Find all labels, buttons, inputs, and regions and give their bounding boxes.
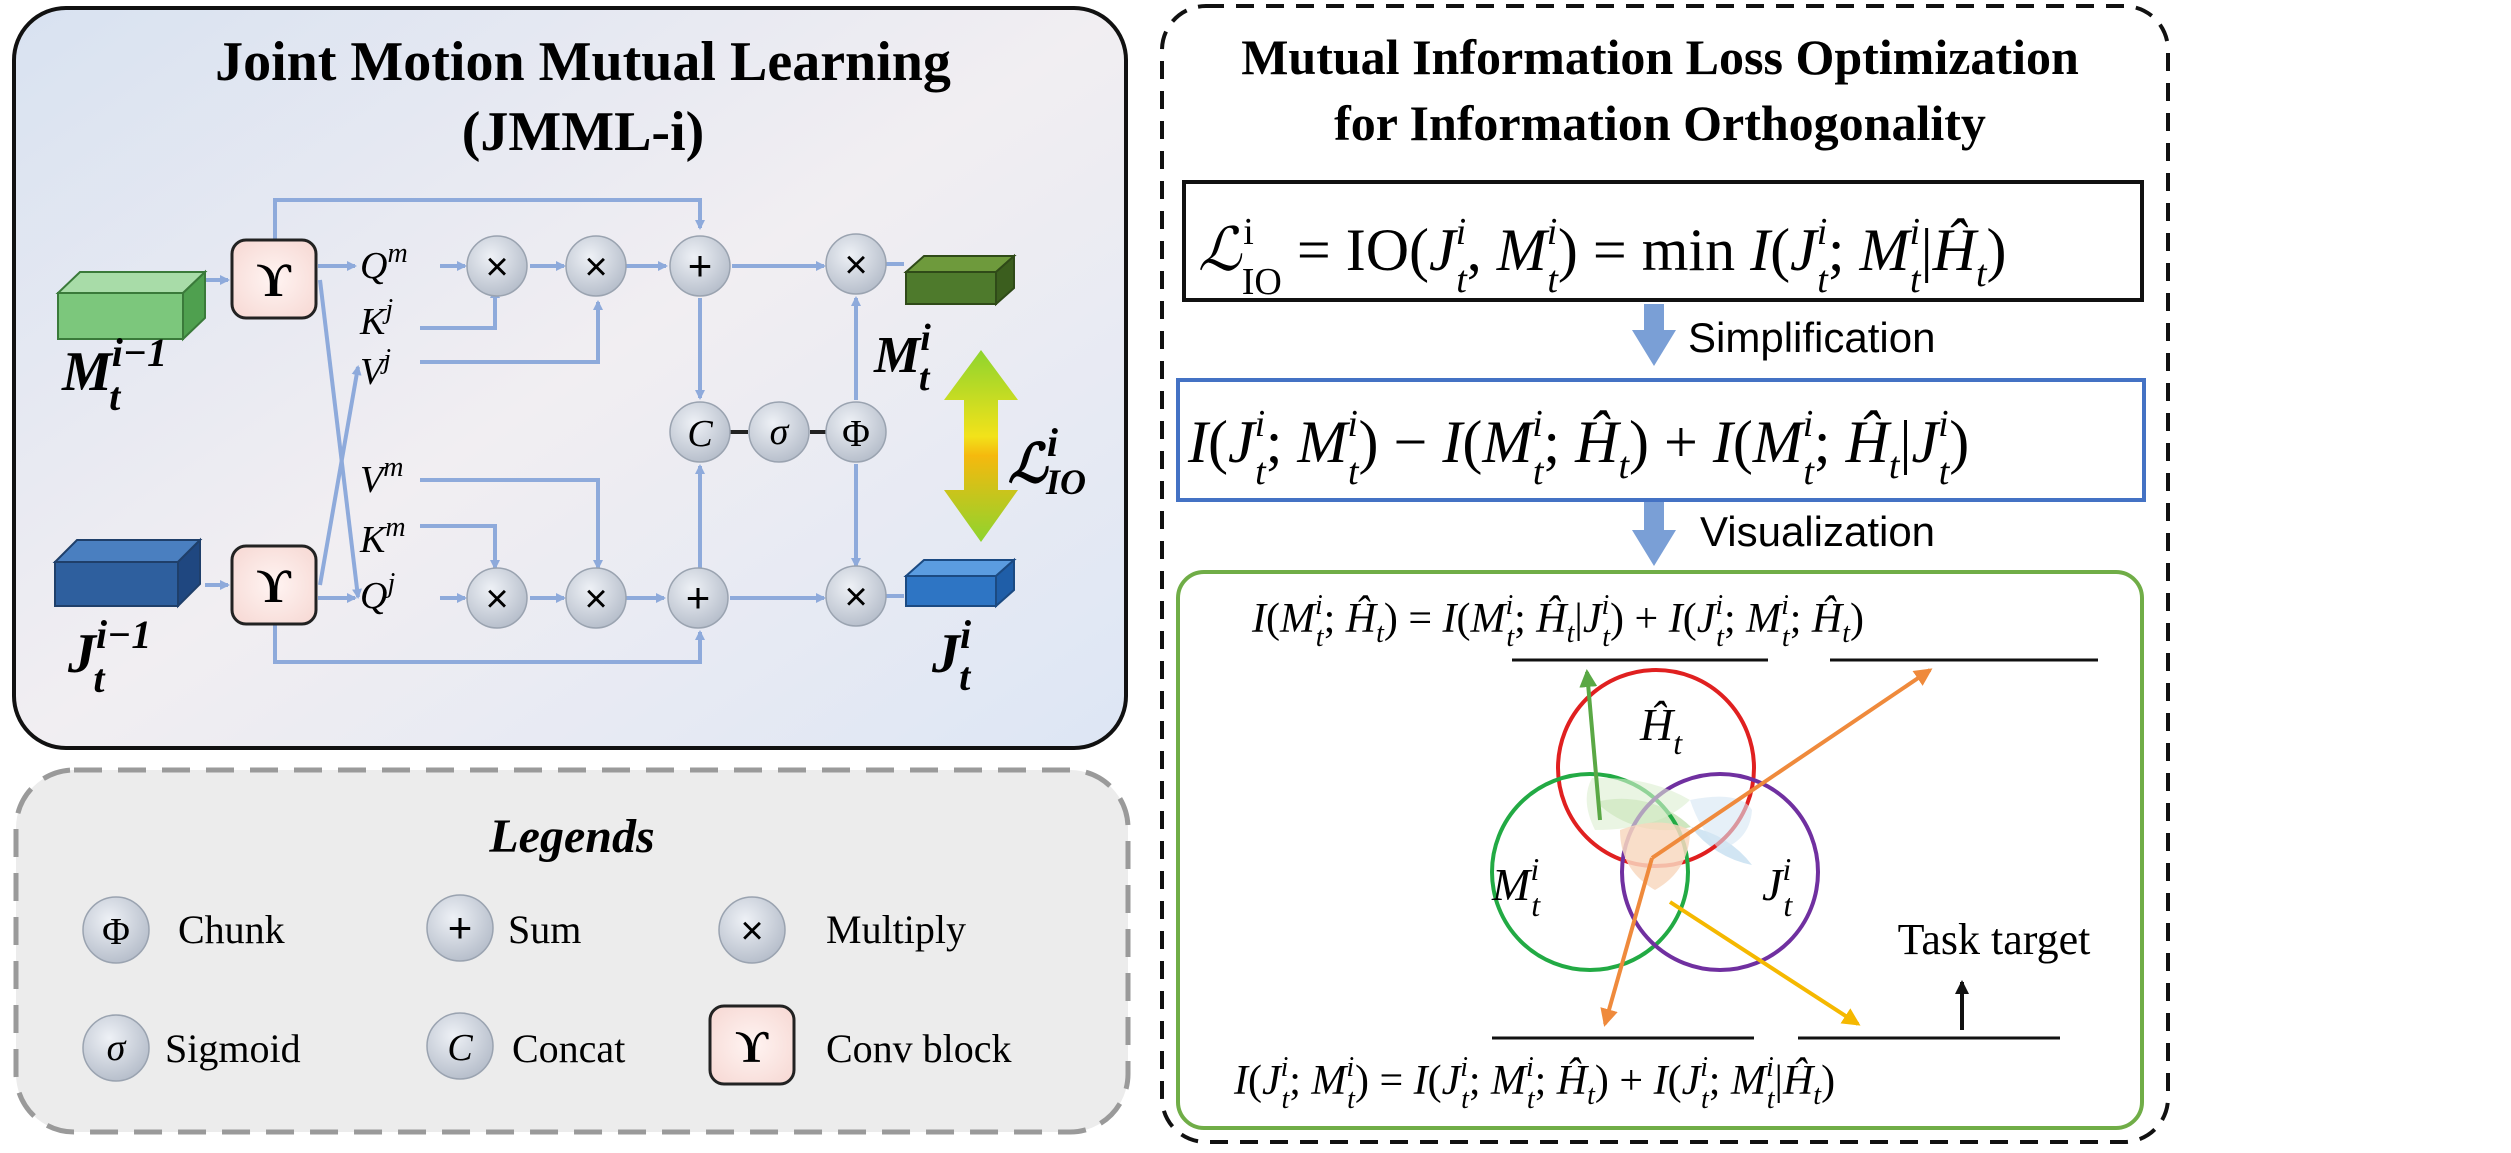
legend-conv-symbol (708, 1004, 796, 1086)
flow-connectors (205, 198, 904, 664)
simplification-arrow (1632, 304, 1676, 366)
v-j-label: Vj (360, 344, 391, 393)
legend-item-chunk: Φ Chunk (82, 896, 285, 964)
multiply-node-top-2: × (565, 235, 627, 297)
sum-node-bottom: + (667, 567, 729, 629)
legend-multiply-symbol (718, 896, 786, 964)
svg-text:×: × (740, 909, 763, 953)
svg-text:σ: σ (107, 1027, 127, 1069)
multiply-node-bottom-1: × (466, 567, 528, 629)
legend-sigmoid-label: Sigmoid (165, 1026, 301, 1071)
legend-concat-label: Concat (512, 1026, 625, 1071)
legend-concat-symbol (426, 1012, 494, 1080)
simplification-label: Simplification (1688, 314, 1935, 361)
legend-panel (13, 767, 1131, 1135)
legend-item-concat: C Concat (426, 1012, 625, 1080)
jmml-title-line1: Joint Motion Mutual Learning (215, 31, 951, 93)
legend-multiply-label: Multiply (826, 907, 966, 952)
sum-node-top: + (669, 235, 731, 297)
svg-text:σ: σ (770, 411, 790, 453)
legend-item-sum: + Sum (426, 894, 581, 962)
svg-text:ϒ: ϒ (257, 560, 292, 613)
legend-sum-symbol (426, 894, 494, 962)
m-input-cube (55, 269, 208, 342)
svg-text:×: × (844, 243, 867, 287)
legend-item-sigmoid: σ Sigmoid (82, 1014, 301, 1082)
svg-text:×: × (844, 575, 867, 619)
multiply-node-top-1: × (466, 235, 528, 297)
svg-text:×: × (584, 245, 607, 289)
yellow-arrow (1668, 900, 1861, 1026)
legend-item-multiply: × Multiply (718, 896, 966, 964)
q-j-label: Qj (360, 568, 395, 617)
legend-chunk-symbol (82, 896, 150, 964)
svg-text:ϒ: ϒ (735, 1021, 769, 1072)
conv-block-top: ϒ (230, 238, 318, 320)
svg-text:+: + (686, 574, 711, 621)
legend-sigmoid-symbol (82, 1014, 150, 1082)
task-target-label: Task target (1898, 915, 2091, 964)
loss-double-arrow (944, 350, 1018, 542)
orange-arrow-up (1650, 668, 1933, 860)
mi-title-line1: Mutual Information Loss Optimization (1241, 29, 2079, 85)
j-output-cube (903, 557, 1017, 609)
svg-text:×: × (584, 577, 607, 621)
venn-h-label: Ĥt (1639, 699, 1683, 761)
svg-text:ϒ: ϒ (257, 254, 292, 307)
svg-text:×: × (485, 577, 508, 621)
svg-text:Φ: Φ (842, 413, 870, 455)
legend-sum-label: Sum (508, 907, 581, 952)
legend-item-conv-block: ϒ Conv block (708, 1004, 1012, 1086)
concat-node: C (669, 401, 731, 463)
j-input-cube (52, 537, 203, 609)
svg-text:C: C (687, 413, 713, 455)
orange-arrow-down (1600, 857, 1654, 1027)
green-arrow (1579, 669, 1602, 821)
multiply-node-top-3: × (825, 233, 887, 295)
k-m-label: Km (359, 512, 406, 561)
m-output-cube (903, 253, 1017, 307)
legend-chunk-label: Chunk (178, 907, 285, 952)
visualization-arrow (1632, 502, 1676, 566)
legend-title: Legends (488, 810, 654, 863)
v-m-label: Vm (360, 452, 403, 501)
svg-text:+: + (688, 242, 713, 289)
eq1-box (1182, 180, 2144, 302)
k-j-label: Kj (359, 294, 393, 343)
svg-text:C: C (447, 1027, 473, 1069)
eq2-box (1176, 378, 2146, 502)
multiply-node-bottom-3: × (825, 565, 887, 627)
svg-text:×: × (485, 245, 508, 289)
svg-text:Φ: Φ (102, 911, 130, 953)
visualization-label: Visualization (1700, 508, 1935, 555)
sigmoid-node: σ (748, 401, 810, 463)
multiply-node-bottom-2: × (565, 567, 627, 629)
q-m-label: Qm (360, 238, 408, 287)
jmml-title-line2: (JMML-i) (462, 101, 705, 163)
svg-text:+: + (448, 904, 473, 951)
legend-conv-label: Conv block (826, 1026, 1012, 1071)
conv-block-bottom: ϒ (230, 544, 318, 626)
chunk-node: Φ (825, 401, 887, 463)
mi-title-line2: for Information Orthogonality (1334, 95, 1986, 151)
